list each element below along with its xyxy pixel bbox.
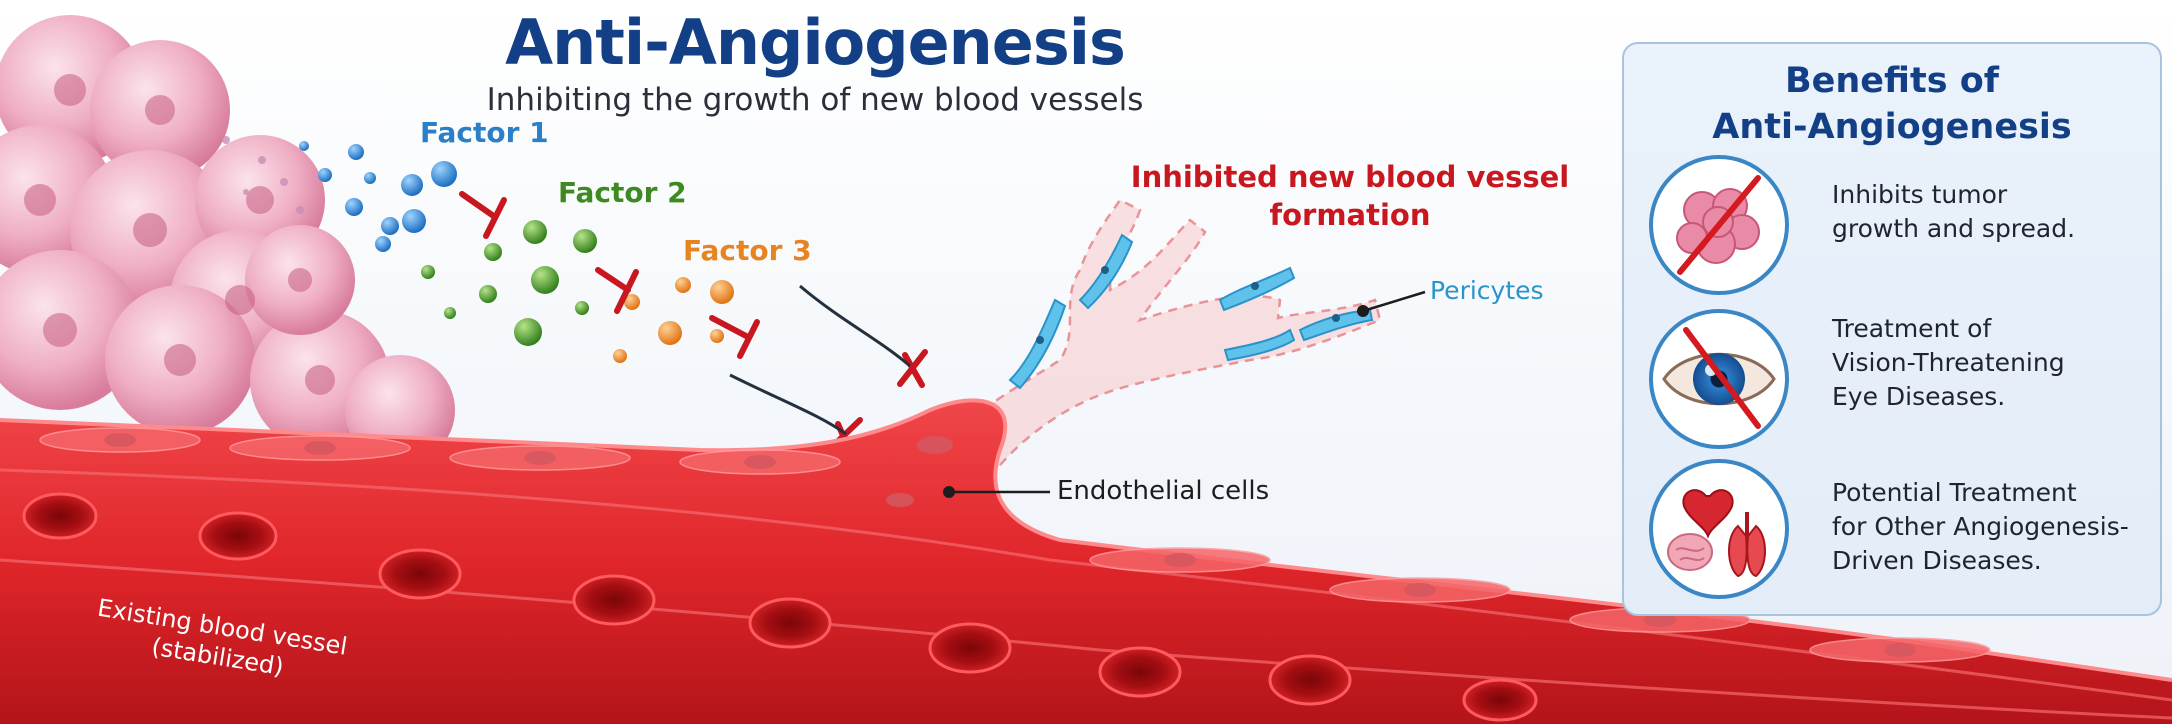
factor1-molecules [299, 141, 457, 252]
endothelial-cells-label: Endothelial cells [1057, 476, 1270, 506]
vessel-sprout [943, 198, 1382, 472]
panel-title-line1: Benefits of [1784, 61, 2000, 101]
panel-title-line2: Anti-Angiogenesis [1712, 107, 2072, 147]
benefit-text-other-diseases: Potential Treatment for Other Angiogenes… [1832, 476, 2152, 578]
benefit-line: Eye Diseases. [1832, 382, 2006, 411]
inhibited-label-line2: formation [1269, 198, 1431, 232]
factor2-molecules [421, 220, 597, 346]
benefit-line: Driven Diseases. [1832, 546, 2042, 575]
benefit-item-other-diseases: Potential Treatment for Other Angiogenes… [1624, 456, 2160, 606]
benefit-item-tumor: Inhibits tumor growth and spread. [1624, 152, 2160, 302]
factor1-label: Factor 1 [420, 116, 549, 149]
benefit-line: for Other Angiogenesis- [1832, 512, 2129, 541]
organs-icon [1649, 459, 1789, 599]
existing-blood-vessel [0, 290, 2172, 724]
benefits-panel: Benefits of Anti-Angiogenesis Inhibits t… [1622, 42, 2162, 616]
benefit-line: growth and spread. [1832, 214, 2076, 243]
tumor-mass [0, 15, 455, 465]
benefits-panel-title: Benefits of Anti-Angiogenesis [1624, 58, 2160, 150]
benefit-line: Potential Treatment [1832, 478, 2077, 507]
benefit-line: Inhibits tumor [1832, 180, 2008, 209]
factor3-molecules [613, 277, 734, 363]
benefit-text-tumor: Inhibits tumor growth and spread. [1832, 178, 2152, 246]
inhibition-arrows [729, 284, 911, 436]
inhibited-label-line1: Inhibited new blood vessel [1130, 160, 1570, 194]
pericytes-label: Pericytes [1430, 276, 1544, 305]
small-particles [222, 136, 304, 214]
eye-crossed-icon [1649, 309, 1789, 449]
benefit-text-eye: Treatment of Vision-Threatening Eye Dise… [1832, 312, 2152, 414]
tumor-crossed-icon [1649, 155, 1789, 295]
benefit-item-eye: Treatment of Vision-Threatening Eye Dise… [1624, 306, 2160, 456]
factor3-label: Factor 3 [683, 234, 812, 267]
benefit-line: Treatment of [1832, 314, 1992, 343]
factor2-label: Factor 2 [558, 176, 687, 209]
inhibited-formation-label: Inhibited new blood vessel formation [1130, 158, 1570, 234]
page-title: Anti-Angiogenesis [505, 6, 1126, 79]
benefit-line: Vision-Threatening [1832, 348, 2065, 377]
page-subtitle: Inhibiting the growth of new blood vesse… [486, 82, 1144, 118]
